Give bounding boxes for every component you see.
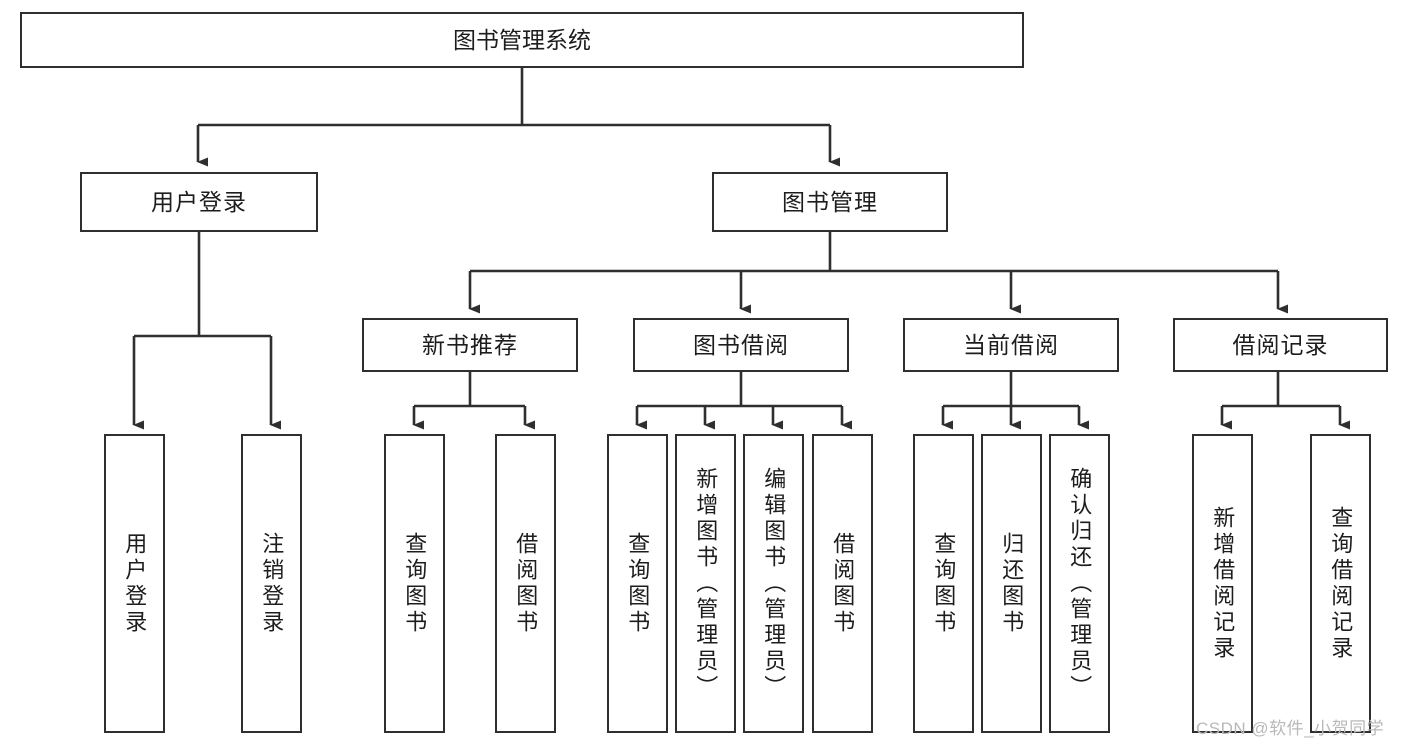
node-leaf-query-book-1[interactable]: 查询图书 (384, 434, 445, 733)
csdn-watermark: CSDN @软件_小贺同学 (1196, 719, 1385, 738)
node-leaf-edit-book[interactable]: 编辑图书（管理员） (743, 434, 804, 733)
node-new-book-recommend[interactable]: 新书推荐 (362, 318, 578, 372)
node-leaf-query-book-2[interactable]: 查询图书 (607, 434, 668, 733)
node-book-management-label: 图书管理 (782, 188, 878, 215)
node-book-borrow[interactable]: 图书借阅 (633, 318, 849, 372)
node-leaf-borrow-book-2[interactable]: 借阅图书 (812, 434, 873, 733)
node-leaf-add-record-label: 新增借阅记录 (1210, 505, 1236, 662)
node-leaf-query-book-1-label: 查询图书 (402, 531, 428, 636)
node-borrow-record-label: 借阅记录 (1232, 331, 1329, 358)
node-new-book-recommend-label: 新书推荐 (422, 331, 518, 358)
node-leaf-query-record[interactable]: 查询借阅记录 (1310, 434, 1371, 733)
node-leaf-add-book-label: 新增图书（管理员） (693, 466, 719, 701)
node-borrow-record[interactable]: 借阅记录 (1173, 318, 1388, 372)
node-user-login[interactable]: 用户登录 (80, 172, 318, 232)
node-leaf-query-book-3-label: 查询图书 (931, 531, 957, 636)
node-leaf-user-login[interactable]: 用户登录 (104, 434, 165, 733)
node-leaf-return-book-label: 归还图书 (999, 531, 1025, 636)
node-leaf-borrow-book-1[interactable]: 借阅图书 (495, 434, 556, 733)
node-current-borrow-label: 当前借阅 (963, 331, 1059, 358)
node-leaf-add-book[interactable]: 新增图书（管理员） (675, 434, 736, 733)
node-leaf-query-book-3[interactable]: 查询图书 (913, 434, 974, 733)
node-leaf-query-record-label: 查询借阅记录 (1328, 505, 1354, 662)
node-leaf-borrow-book-2-label: 借阅图书 (830, 531, 856, 636)
node-leaf-confirm-return-label: 确认归还（管理员） (1067, 466, 1093, 701)
node-leaf-add-record[interactable]: 新增借阅记录 (1192, 434, 1253, 733)
node-leaf-logout[interactable]: 注销登录 (241, 434, 302, 733)
node-leaf-return-book[interactable]: 归还图书 (981, 434, 1042, 733)
node-current-borrow[interactable]: 当前借阅 (903, 318, 1119, 372)
node-leaf-edit-book-label: 编辑图书（管理员） (761, 466, 787, 701)
node-book-borrow-label: 图书借阅 (693, 331, 789, 358)
node-book-management[interactable]: 图书管理 (712, 172, 948, 232)
node-leaf-borrow-book-1-label: 借阅图书 (513, 531, 539, 636)
node-root[interactable]: 图书管理系统 (20, 12, 1024, 68)
node-leaf-user-login-label: 用户登录 (122, 531, 148, 636)
node-root-label: 图书管理系统 (453, 26, 591, 53)
node-leaf-query-book-2-label: 查询图书 (625, 531, 651, 636)
node-user-login-label: 用户登录 (151, 188, 247, 215)
node-leaf-logout-label: 注销登录 (259, 531, 285, 636)
node-leaf-confirm-return[interactable]: 确认归还（管理员） (1049, 434, 1110, 733)
